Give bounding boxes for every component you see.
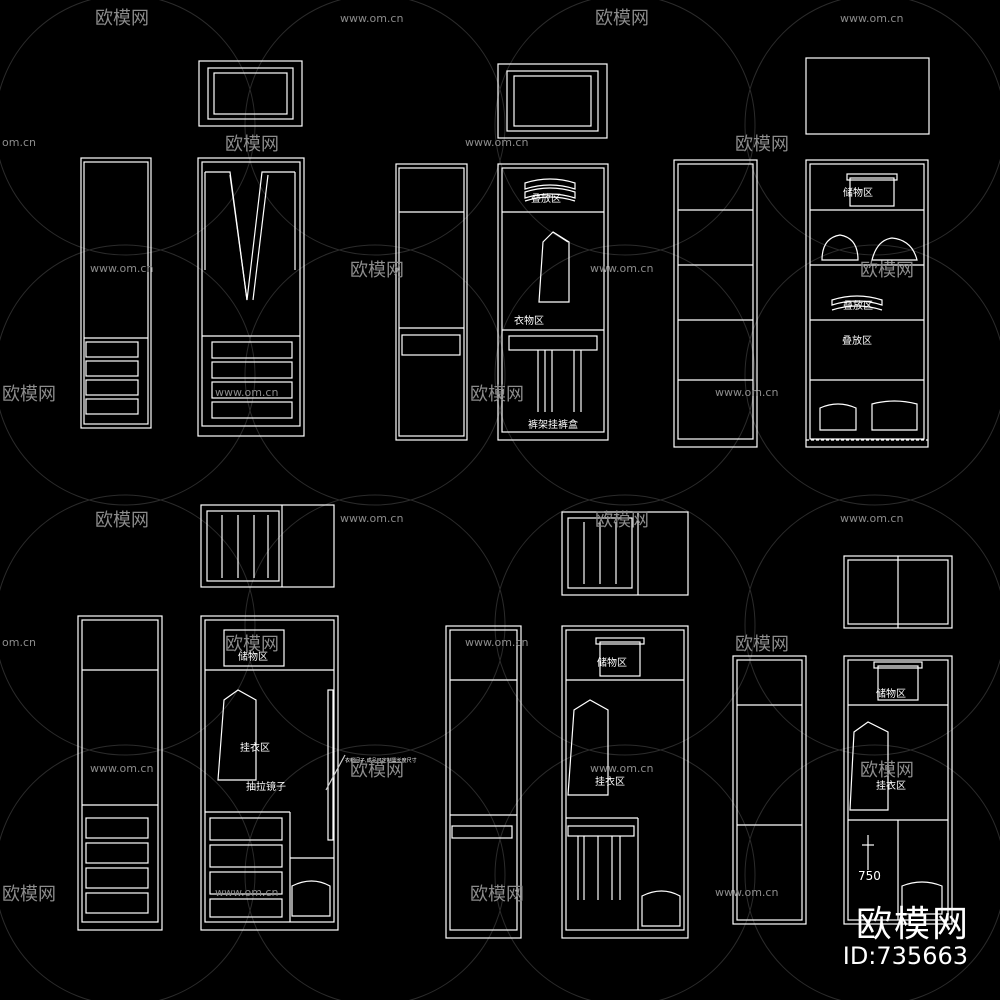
wm-brand-12: 欧模网 [735,634,789,655]
brand-watermark: 欧模网 [855,904,970,945]
wm-site-4: www.om.cn [465,136,528,149]
wardrobe-4 [77,504,346,931]
wm-brand-4: 欧模网 [735,134,789,155]
label-storage-area-3: 储物区 [843,186,873,199]
label-note-small: 衣帽间子,成品可定制需长度尺寸 [345,757,417,764]
wm-site-1: www.om.cn [340,12,403,25]
watermarks: 欧模网 www.om.cn 欧模网 www.om.cn om.cn 欧模网 ww… [2,8,914,905]
label-hang-area-4: 挂衣区 [240,741,270,754]
wm-site-7: www.om.cn [215,386,278,399]
wm-brand-9: 欧模网 [95,510,149,531]
wm-site-2: www.om.cn [840,12,903,25]
label-pants-rack: 裤架挂裤盒 [528,418,578,431]
label-hang-area-2: 衣物区 [514,314,544,327]
wm-brand-13: 欧模网 [350,760,404,781]
wm-brand-6: 欧模网 [860,260,914,281]
wm-brand-10: 欧模网 [595,510,649,531]
wm-site-15: www.om.cn [215,886,278,899]
wm-brand-2: 欧模网 [595,8,649,29]
wm-brand-11: 欧模网 [225,634,279,655]
label-fold-area-2: 叠放区 [531,192,561,205]
wm-brand-5: 欧模网 [350,260,404,281]
image-id-label: ID:735663 [842,942,968,970]
wm-brand-3: 欧模网 [225,134,279,155]
label-pull-mirror: 抽拉镜子 [246,780,286,793]
wardrobe-6 [732,555,953,925]
wm-site-3: om.cn [2,136,36,149]
wm-site-5: www.om.cn [90,262,153,275]
label-storage-area-6: 储物区 [876,687,906,700]
label-storage-area-5: 储物区 [597,656,627,669]
wm-site-9: www.om.cn [340,512,403,525]
wm-site-16: www.om.cn [715,886,778,899]
wm-site-12: www.om.cn [465,636,528,649]
labels: 叠放区 衣物区 裤架挂裤盒 储物区 叠放区 叠放区 储物区 挂衣区 抽拉镜子 衣… [238,186,906,883]
wm-brand-1: 欧模网 [95,8,149,29]
wm-brand-8: 欧模网 [470,384,524,405]
wardrobe-1 [80,60,305,437]
label-fold-area-3b: 叠放区 [842,334,872,347]
wardrobe-3 [673,57,930,448]
wardrobe-2 [395,63,609,441]
wm-site-6: www.om.cn [590,262,653,275]
wm-site-14: www.om.cn [590,762,653,775]
wm-brand-7: 欧模网 [2,384,56,405]
wm-site-8: www.om.cn [715,386,778,399]
wm-site-11: om.cn [2,636,36,649]
label-fold-area-3: 叠放区 [843,299,873,312]
label-storage-area-4: 储物区 [238,650,268,663]
wm-brand-15: 欧模网 [2,884,56,905]
wm-brand-16: 欧模网 [470,884,524,905]
label-dim-750: 750 [858,869,881,883]
label-hang-area-6: 挂衣区 [876,779,906,792]
wardrobe-5 [445,511,689,939]
label-hang-area-5: 挂衣区 [595,775,625,788]
wm-brand-14: 欧模网 [860,760,914,781]
wm-site-13: www.om.cn [90,762,153,775]
wm-site-10: www.om.cn [840,512,903,525]
